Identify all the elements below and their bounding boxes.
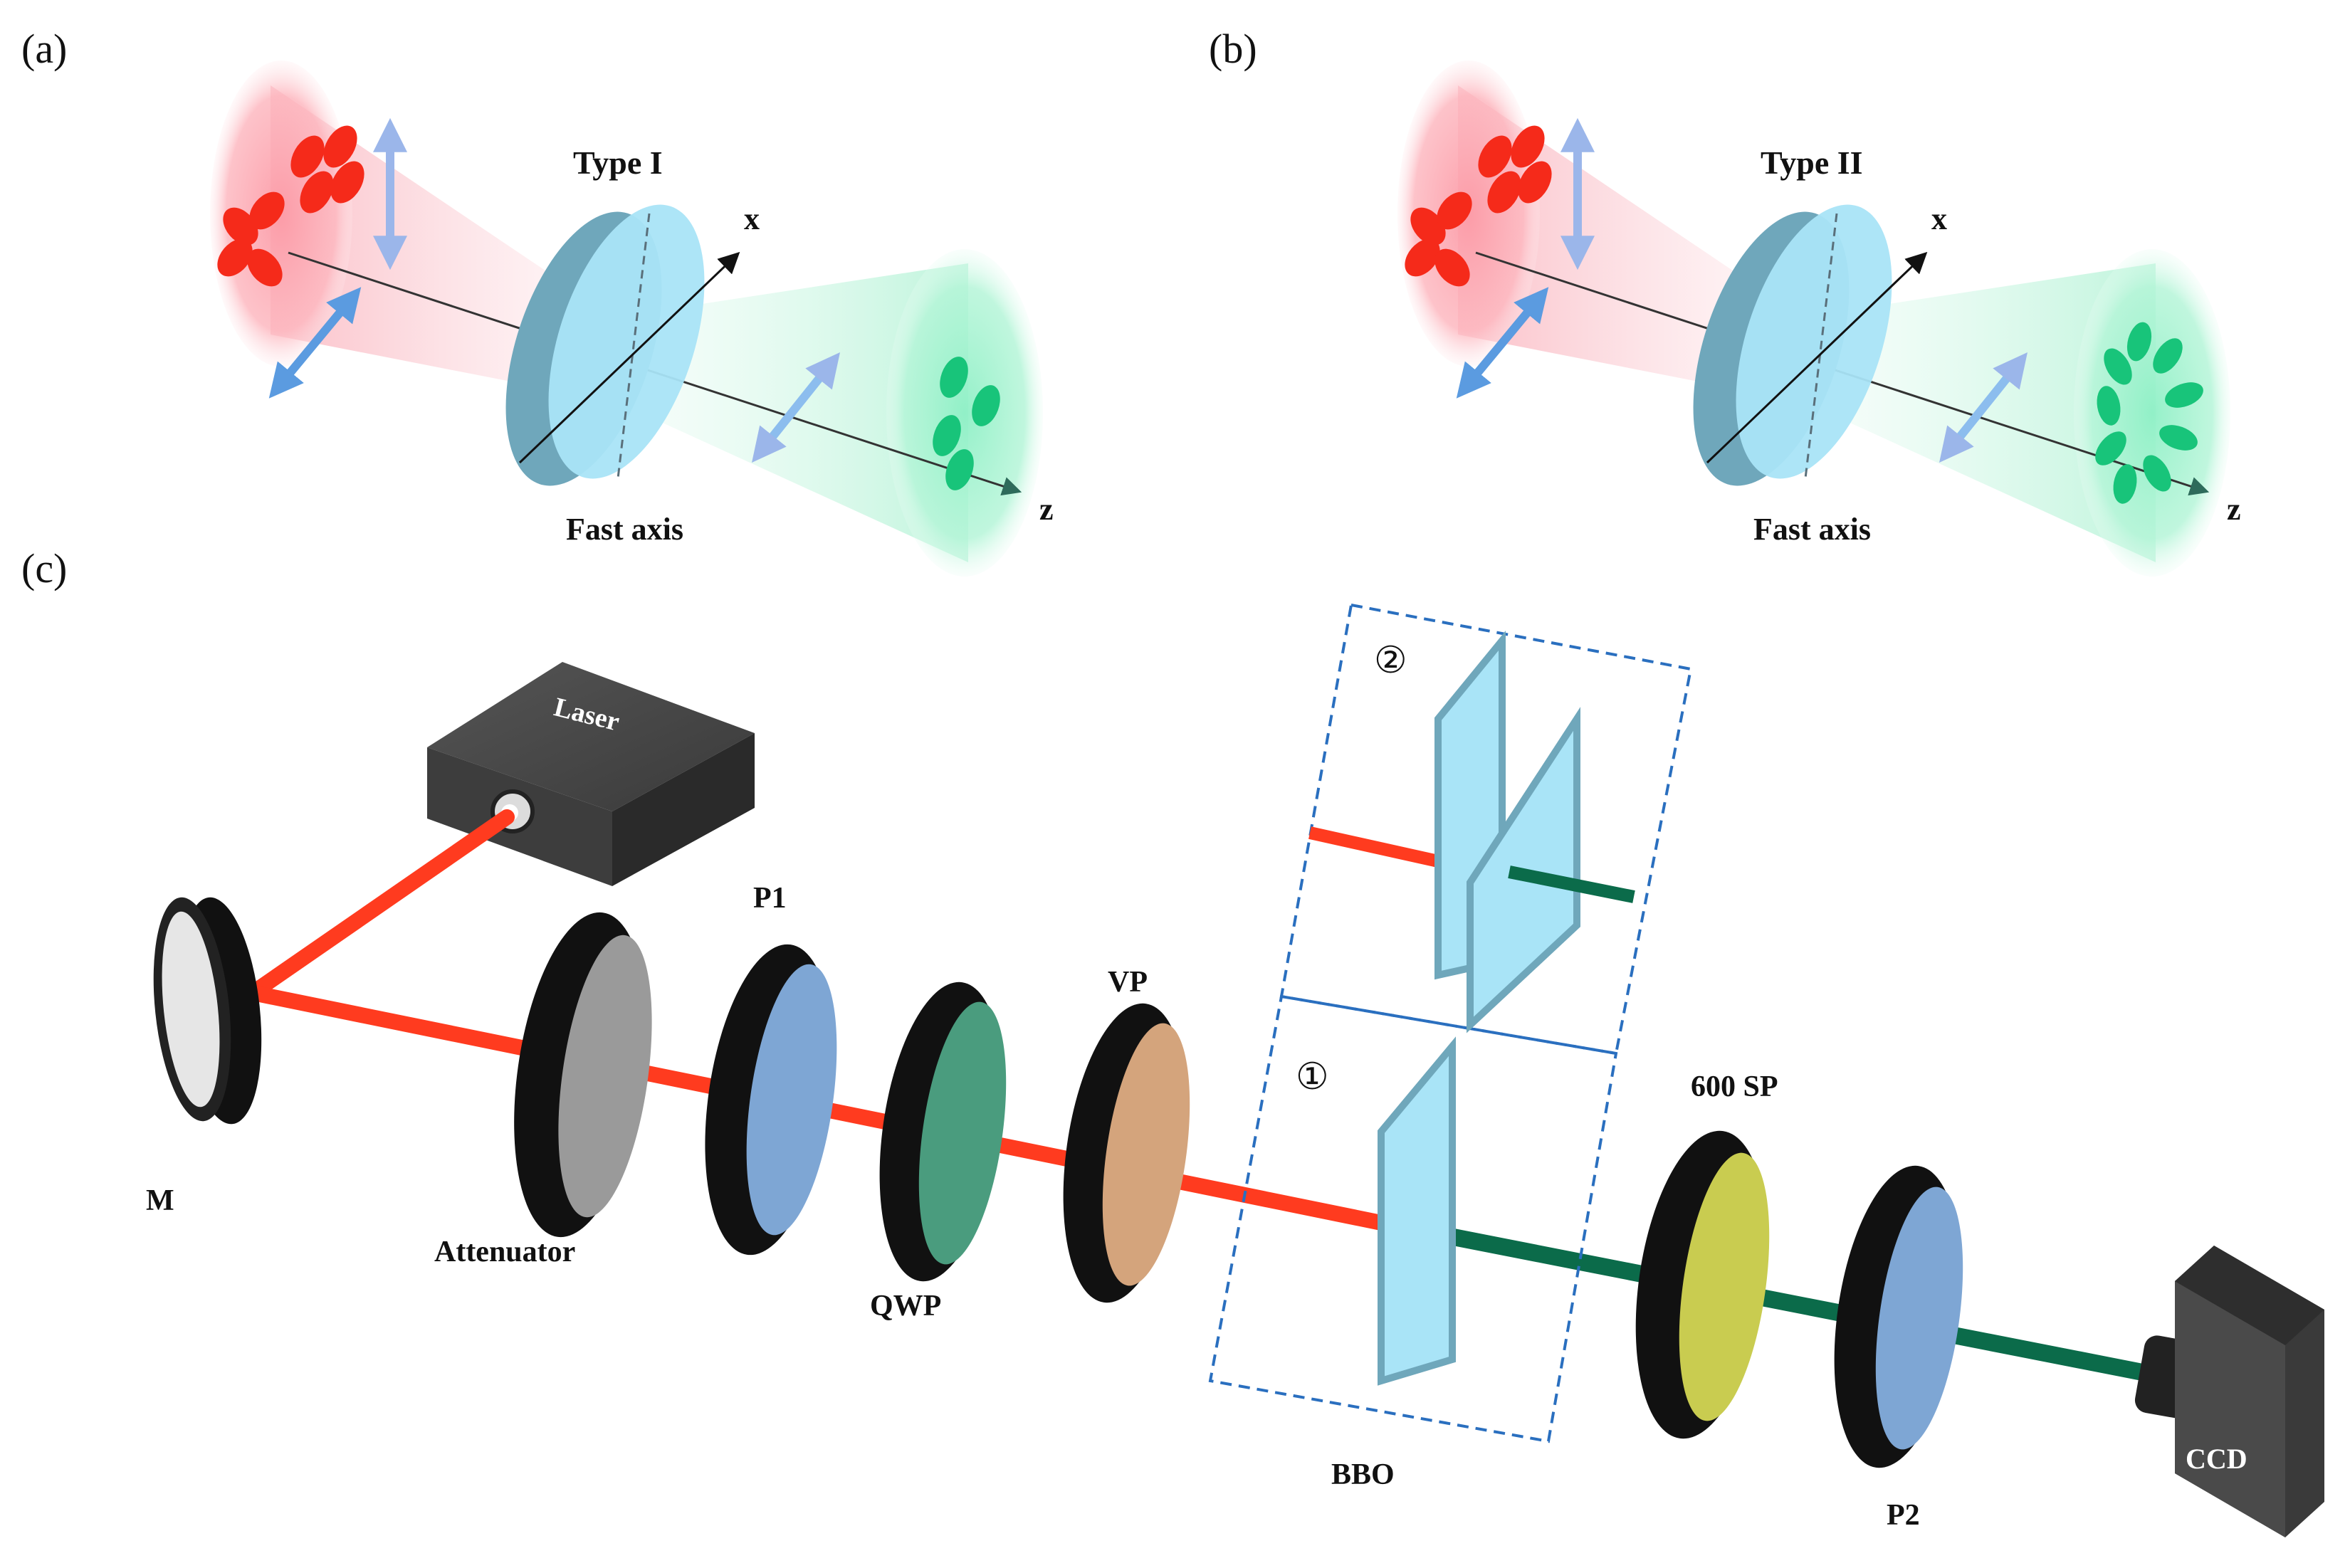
panel-c: (c) Laser M Attenuator — [21, 545, 2324, 1537]
qwp-label: QWP — [870, 1290, 941, 1322]
x-axis-line — [1706, 251, 1928, 464]
x-axis-label: x — [1931, 201, 1947, 236]
panel-b: (b) — [1209, 26, 2241, 577]
green-beam-profile — [886, 249, 1043, 577]
x-axis-line — [518, 251, 740, 464]
x-axis-label: x — [744, 201, 760, 236]
type-i-crystal — [505, 204, 705, 486]
green-beam-main — [1393, 1217, 2170, 1386]
panel-b-label: (b) — [1209, 26, 1257, 72]
green-beam-profile — [2074, 249, 2230, 577]
polarizer-p2 — [1834, 1165, 1963, 1468]
mirror-label: M — [146, 1184, 174, 1217]
option-1-dashed-box — [1208, 994, 1618, 1443]
polarization-arrow-diagonal — [1456, 287, 1549, 399]
vp-label: VP — [1108, 966, 1148, 999]
shortpass-filter-600sp — [1635, 1130, 1770, 1439]
p2-label: P2 — [1887, 1499, 1920, 1532]
attenuator-label: Attenuator — [434, 1236, 575, 1268]
option-2-label: ② — [1374, 639, 1407, 682]
option-2-red-beam — [1308, 826, 1439, 868]
vortex-plate-vp — [1063, 1003, 1190, 1303]
z-axis-label: z — [2227, 492, 2241, 527]
qwp-plate — [879, 982, 1007, 1282]
ccd-label: CCD — [2186, 1443, 2247, 1475]
z-axis-label: z — [1039, 492, 1054, 527]
option-2-dashed-box — [1279, 603, 1693, 1056]
fast-axis-label: Fast axis — [1753, 512, 1871, 547]
red-spot-pattern — [217, 125, 364, 287]
bbo-crystal — [1378, 1036, 1456, 1386]
option-2-green-beam — [1508, 865, 1635, 903]
red-beam-laser-to-mirror — [245, 809, 515, 1001]
panel-c-label: (c) — [21, 545, 67, 591]
option-1-label: ① — [1296, 1056, 1329, 1098]
green-ring-pattern — [2095, 322, 2203, 504]
laser-source: Laser — [427, 662, 755, 886]
sp-label: 600 SP — [1691, 1070, 1778, 1103]
type-ii-crystal — [1693, 204, 1892, 486]
bbo-label: BBO — [1331, 1458, 1395, 1491]
type-ii-label: Type II — [1761, 144, 1863, 181]
p1-label: P1 — [753, 882, 787, 915]
panel-a: (a) — [21, 26, 1054, 577]
green-polarization-arrow — [1939, 352, 2028, 463]
green-polarization-arrow — [752, 352, 840, 463]
polarizer-p1 — [705, 944, 837, 1256]
ccd-camera: CCD — [2134, 1246, 2324, 1537]
green-spot-pattern — [933, 357, 1000, 490]
panel-a-label: (a) — [21, 26, 67, 72]
attenuator-mount — [514, 912, 652, 1238]
polarization-arrow-diagonal — [268, 287, 362, 399]
mirror-m — [153, 897, 262, 1125]
fast-axis-label: Fast axis — [566, 512, 683, 547]
type-i-label: Type I — [573, 144, 663, 181]
red-spot-pattern — [1405, 125, 1552, 287]
